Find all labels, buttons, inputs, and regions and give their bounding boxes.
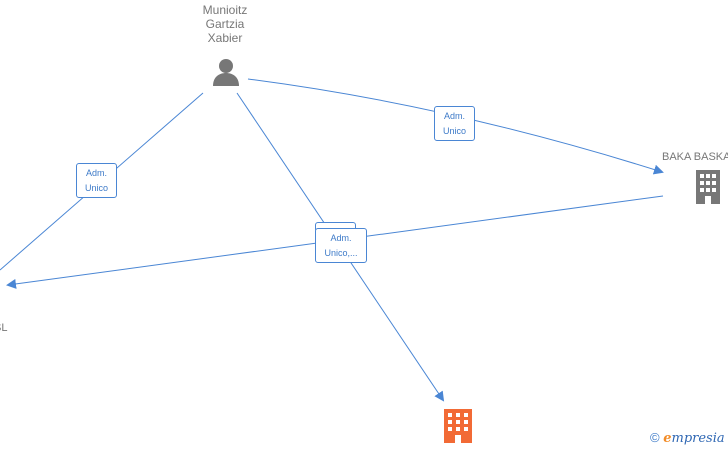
left-company-name[interactable]: SL [0, 322, 8, 334]
edge-label-line: Adm. [330, 233, 352, 243]
edge-label-person-to-baka[interactable]: Adm. Unico [434, 106, 475, 141]
copyright-symbol: © [650, 430, 660, 445]
empresia-logo: empresia [663, 431, 724, 446]
person-icon[interactable] [211, 57, 241, 87]
edge-label-line: Unico [84, 183, 108, 193]
edge-label-line: Adm. [85, 168, 107, 178]
building-icon[interactable] [442, 409, 474, 443]
edge-label-person-to-left[interactable]: Adm. Unico [76, 163, 117, 198]
building-icon[interactable] [692, 170, 724, 204]
person-name-line: Xabier [207, 31, 243, 45]
edge-label-center[interactable]: Adm. Unico,... [315, 228, 367, 263]
brand-rest: mpresia [671, 431, 725, 446]
edge-label-line: Unico [442, 126, 466, 136]
brand-e: e [663, 431, 672, 446]
person-name[interactable]: Munioitz Gartzia Xabier [185, 3, 265, 45]
empresia-watermark: © empresia [650, 430, 725, 446]
edge-label-line: Adm. [443, 111, 465, 121]
person-name-line: Munioitz [202, 3, 248, 17]
person-name-line: Gartzia [205, 17, 245, 31]
edge-label-line: Unico,... [324, 248, 358, 258]
baka-company-name[interactable]: BAKA BASKA [662, 151, 728, 163]
